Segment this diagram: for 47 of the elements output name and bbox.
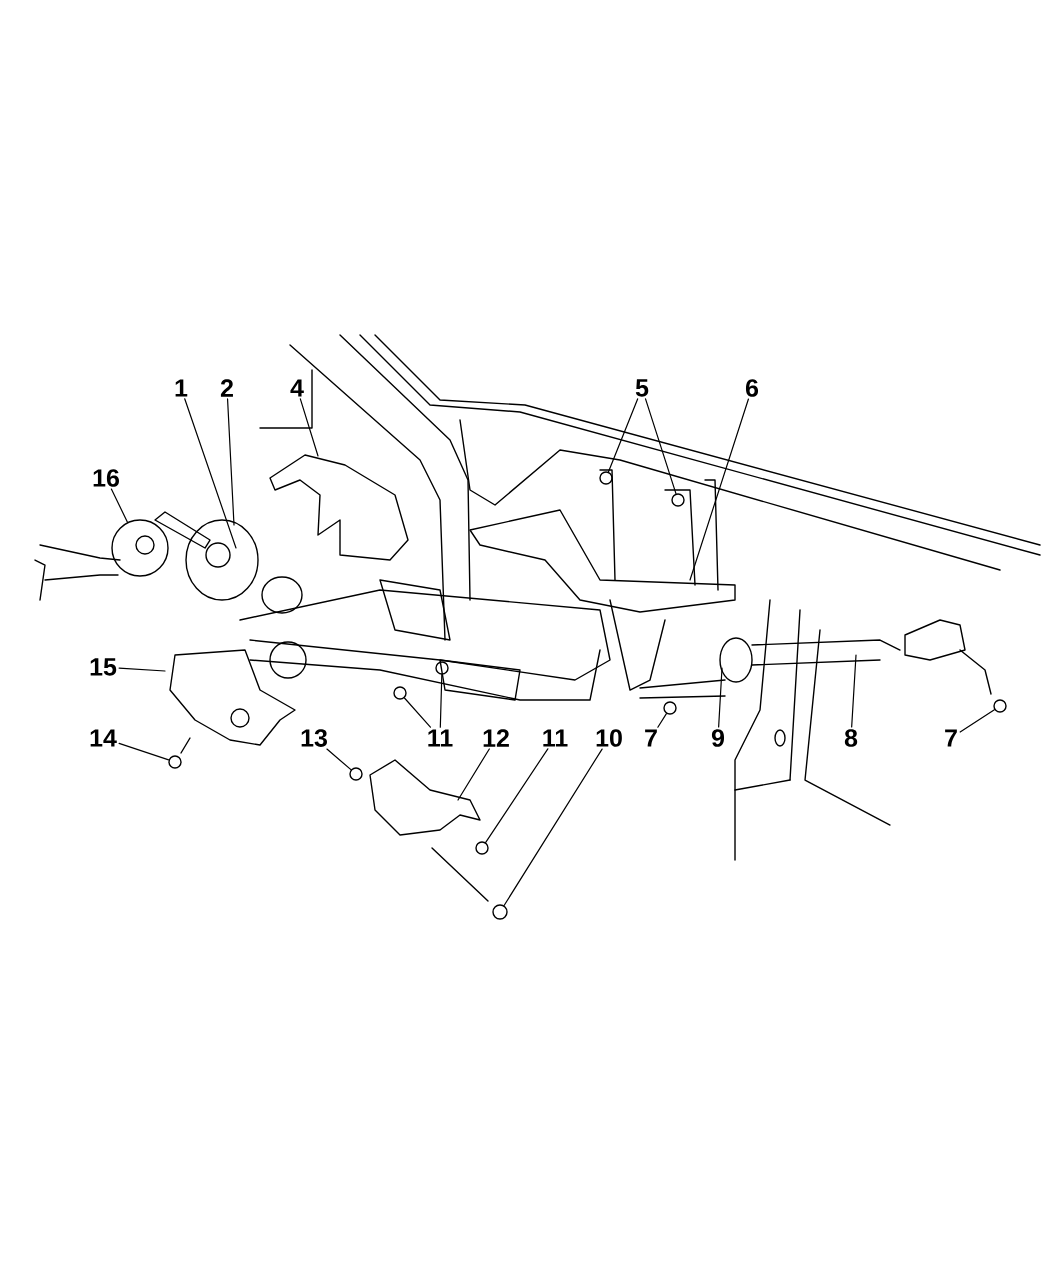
leader-line <box>657 713 667 728</box>
fastener <box>663 701 677 715</box>
callout-number: 13 <box>301 729 327 747</box>
leader-line <box>485 748 549 844</box>
leader-line <box>959 709 995 733</box>
leader-line <box>118 742 170 761</box>
leader-line <box>226 398 235 526</box>
callout-number: 5 <box>635 379 649 397</box>
callout-number: 2 <box>220 379 233 397</box>
fastener <box>349 767 363 781</box>
leader-line <box>118 667 166 672</box>
fastener <box>475 841 489 855</box>
callout-number: 4 <box>290 379 304 397</box>
callout-number: 15 <box>90 658 117 676</box>
callout-number: 7 <box>645 729 657 747</box>
fastener <box>492 904 508 920</box>
callout-number: 14 <box>90 729 117 747</box>
leader-line <box>718 667 723 728</box>
leader-line <box>403 697 431 728</box>
callout-number: 1 <box>175 379 188 397</box>
callout-number: 6 <box>745 379 759 397</box>
callout-number: 7 <box>945 729 957 747</box>
leader-line <box>851 654 857 728</box>
callout-number: 11 <box>428 729 453 747</box>
fastener <box>435 661 449 675</box>
leader-line <box>184 398 237 549</box>
leader-line <box>299 398 319 457</box>
leader-line <box>689 398 750 581</box>
callout-number: 10 <box>596 729 622 747</box>
leader-line <box>110 488 129 523</box>
leader-line <box>457 748 490 801</box>
fastener <box>671 493 685 507</box>
leader-line <box>644 398 677 495</box>
fastener <box>393 686 407 700</box>
leader-line <box>503 748 603 907</box>
fastener <box>168 755 182 769</box>
callout-number: 9 <box>711 729 725 747</box>
callout-number: 16 <box>93 469 119 487</box>
leader-line <box>326 748 352 771</box>
callout-number: 12 <box>483 729 509 747</box>
fastener <box>993 699 1007 713</box>
fastener <box>599 471 613 485</box>
leader-line <box>439 674 443 728</box>
callout-number: 11 <box>543 729 568 747</box>
fastener <box>111 519 169 577</box>
callout-number: 8 <box>844 729 858 747</box>
leader-line <box>607 398 639 473</box>
